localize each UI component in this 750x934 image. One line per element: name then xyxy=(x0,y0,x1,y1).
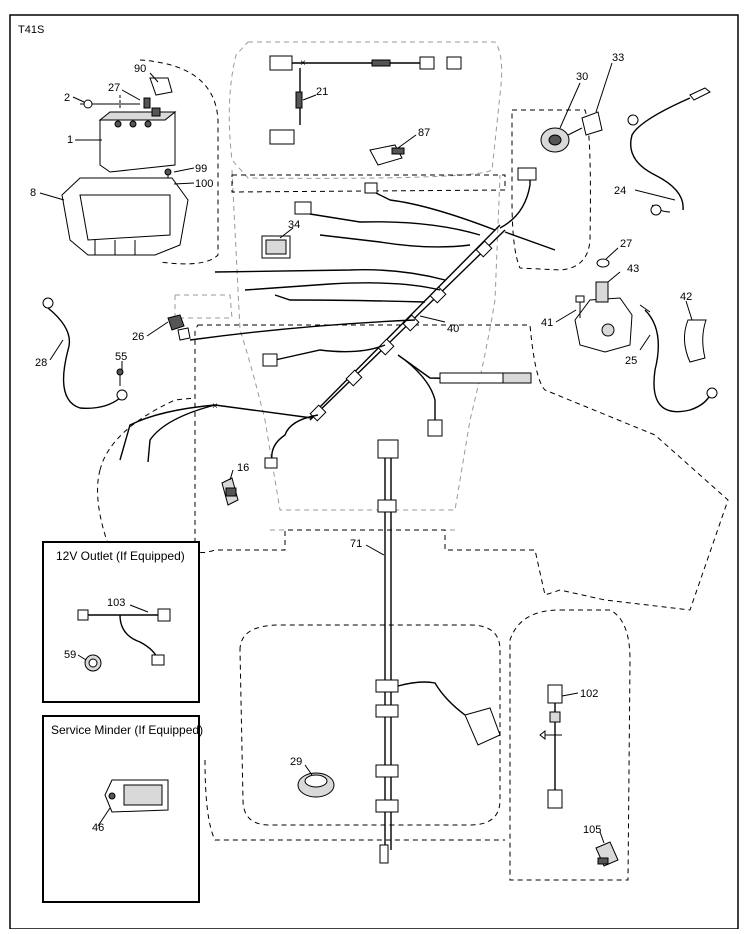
callout-40: 40 xyxy=(447,323,459,335)
solenoid-43 xyxy=(574,297,633,353)
ignition-parts xyxy=(540,111,603,153)
key xyxy=(581,111,603,136)
callout-25: 25 xyxy=(625,355,637,367)
callout-33: 33 xyxy=(612,52,624,64)
seat-region xyxy=(239,624,501,826)
left-fender xyxy=(99,397,196,471)
callout-27b: 27 xyxy=(620,238,632,250)
callout-41: 41 xyxy=(541,317,553,329)
callout-26: 26 xyxy=(132,331,144,343)
battery-assembly xyxy=(61,77,189,256)
dash-region xyxy=(231,174,506,193)
leader-lines xyxy=(39,62,693,844)
outlet-inset-title: 12V Outlet (If Equipped) xyxy=(56,549,185,563)
callout-16: 16 xyxy=(237,462,249,474)
rear-left-line xyxy=(204,759,505,841)
callout-105: 105 xyxy=(583,824,601,836)
left-fender-lower xyxy=(97,469,191,553)
callout-90: 90 xyxy=(134,63,146,75)
outlet-inset xyxy=(42,541,200,703)
callout-34: 34 xyxy=(288,219,300,231)
region-outlines xyxy=(97,59,729,881)
svg-text:×: × xyxy=(212,401,218,412)
callout-102: 102 xyxy=(580,688,598,700)
battery xyxy=(99,110,176,173)
harness-71 xyxy=(375,439,501,864)
dash-harness: × xyxy=(269,55,462,166)
callout-55: 55 xyxy=(115,351,127,363)
callout-46: 46 xyxy=(92,822,104,834)
solenoid-assembly xyxy=(574,258,718,413)
callouts: 90 2 27 1 99 100 8 21 87 30 33 24 34 27 … xyxy=(30,52,692,836)
main-harness: × xyxy=(119,167,556,469)
minder-inset-title: Service Minder (If Equipped) xyxy=(51,723,203,737)
callout-1: 1 xyxy=(67,134,73,146)
terminal-cover xyxy=(149,77,173,96)
callout-43: 43 xyxy=(627,263,639,275)
frame-region xyxy=(194,324,729,611)
minder-inset xyxy=(42,715,200,903)
callout-100: 100 xyxy=(195,178,213,190)
callout-8: 8 xyxy=(30,187,36,199)
battery-region xyxy=(139,59,219,265)
callout-59: 59 xyxy=(64,649,76,661)
callout-30: 30 xyxy=(576,71,588,83)
callout-87: 87 xyxy=(418,127,430,139)
callout-28: 28 xyxy=(35,357,47,369)
rear-right-region xyxy=(509,609,631,881)
diagram-code: T41S xyxy=(18,24,44,36)
cable-28 xyxy=(42,297,128,409)
svg-text:×: × xyxy=(300,58,306,69)
switch-region xyxy=(511,109,591,271)
callout-71: 71 xyxy=(350,538,362,550)
rear-parts xyxy=(539,684,619,867)
callout-2: 2 xyxy=(64,92,70,104)
callout-99: 99 xyxy=(195,163,207,175)
cable-24 xyxy=(627,87,711,216)
callout-42: 42 xyxy=(680,291,692,303)
battery-tray xyxy=(61,177,189,256)
callout-24: 24 xyxy=(614,185,626,197)
callout-21: 21 xyxy=(316,86,328,98)
callout-27: 27 xyxy=(108,82,120,94)
callout-103: 103 xyxy=(107,597,125,609)
callout-29: 29 xyxy=(290,756,302,768)
